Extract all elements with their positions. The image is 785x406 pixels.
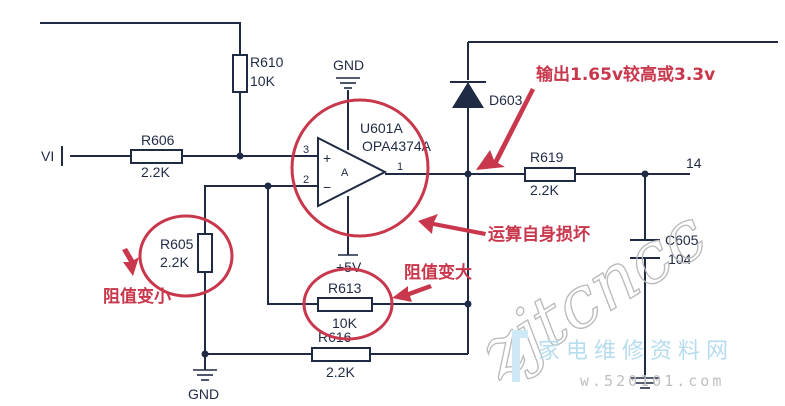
pin-14-label: 14: [686, 155, 702, 171]
watermark-script: zjtcncc: [465, 193, 721, 395]
ring-r605: [138, 214, 234, 298]
c605-value: 104: [668, 251, 692, 267]
arrow-output: [476, 88, 535, 170]
gnd-top-symbol: [336, 77, 360, 89]
gnd-top-label: GND: [333, 57, 364, 73]
arrow-opamp: [418, 214, 486, 236]
junction-dot: [464, 170, 472, 178]
pin-1-label: 1: [397, 161, 403, 173]
wire-minus-r605: [204, 185, 318, 234]
r605-note: 阻值变小: [103, 286, 171, 307]
watermark: zjtcncc 家电维修资料网 w.520101.com: [464, 192, 734, 396]
junction-dot: [641, 170, 649, 178]
opamp-part: OPA4374A: [362, 138, 432, 154]
junction-dot: [236, 152, 244, 160]
junction-dot: [464, 300, 472, 308]
vcc-label: +5V: [336, 259, 362, 275]
r619-ref: R619: [530, 149, 564, 165]
watermark-logo-mark: [512, 330, 528, 382]
opamp-minus-sign: −: [323, 179, 331, 195]
r606-ref: R606: [141, 132, 175, 148]
r613-note: 阻值变大: [404, 262, 472, 283]
junction-dot: [201, 350, 209, 358]
opamp-plus-sign: +: [323, 150, 331, 166]
cap-ground-symbol: [630, 377, 660, 389]
wire-r613-left: [267, 186, 318, 305]
ring-opamp: [290, 98, 430, 238]
opamp-u601a: [317, 118, 388, 218]
pin-3-label: 3: [303, 144, 309, 156]
opamp-note: 运算自身损坏: [488, 224, 590, 245]
c605-ref: C605: [665, 232, 699, 248]
r606-value: 2.2K: [141, 164, 170, 180]
r619-value: 2.2K: [530, 182, 559, 198]
resistor-r619: [524, 167, 576, 182]
opamp-ref: U601A: [360, 120, 403, 136]
ring-r613: [302, 267, 394, 341]
junction-dot: [264, 182, 272, 190]
r613-value: 10K: [332, 315, 358, 331]
r610-ref: R610: [250, 54, 284, 70]
resistor-r610: [232, 54, 248, 93]
resistor-r606: [130, 149, 183, 164]
junctions: [201, 152, 649, 358]
pin-2-label: 2: [303, 174, 309, 186]
output-note: 输出1.65v较高或3.3v: [536, 64, 715, 85]
watermark-site-cn: 家电维修资料网: [538, 339, 734, 364]
diode-body: [452, 82, 484, 108]
capacitor-c605: [630, 239, 660, 259]
opamp-triangle: [317, 136, 388, 208]
r605-value: 2.2K: [160, 254, 189, 270]
r616-value: 2.2K: [326, 364, 355, 380]
r613-ref: R613: [328, 280, 362, 296]
diode-d603: [450, 81, 486, 108]
resistor-r613: [317, 297, 373, 312]
arrow-r613: [392, 284, 432, 302]
r605-ref: R605: [160, 236, 194, 252]
gnd-bottom-symbol: [193, 369, 217, 381]
arrow-r605: [122, 248, 139, 276]
opamp-center-label: A: [341, 167, 349, 179]
wires: [40, 22, 778, 378]
resistor-r616: [311, 347, 371, 362]
d603-ref: D603: [489, 92, 523, 108]
resistor-r605: [197, 233, 213, 273]
r610-value: 10K: [250, 73, 276, 89]
watermark-site-url: w.520101.com: [580, 372, 724, 390]
vi-label: VI: [41, 148, 54, 164]
gnd-bottom-label: GND: [188, 386, 219, 402]
wire-top-left: [40, 22, 241, 55]
